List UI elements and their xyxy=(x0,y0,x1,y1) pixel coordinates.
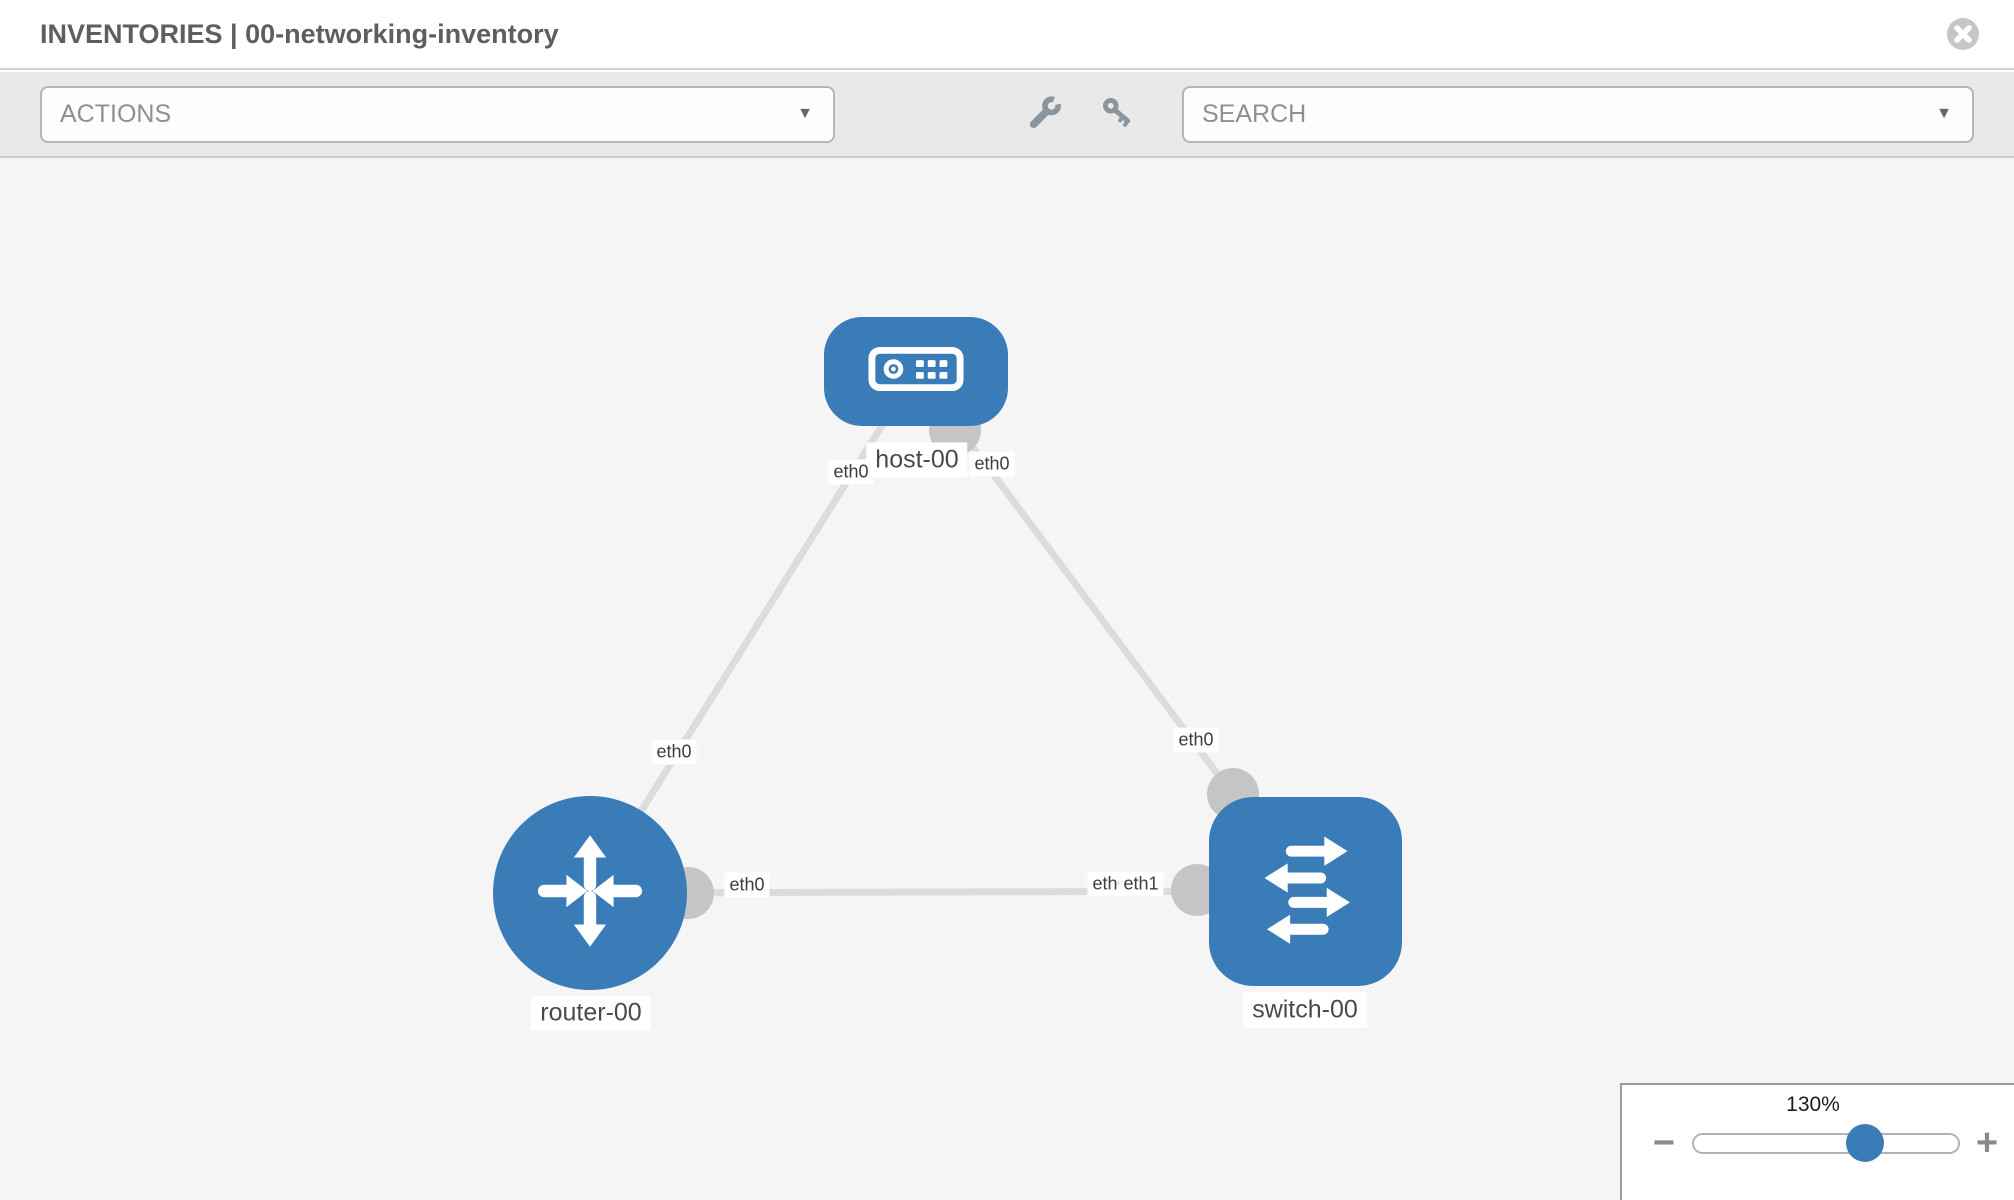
node-label-router: router-00 xyxy=(531,995,651,1031)
interface-label-eth0: eth0 xyxy=(1173,727,1219,753)
header: INVENTORIES | 00-networking-inventory xyxy=(0,0,2014,70)
node-label-host: host-00 xyxy=(866,442,968,478)
interface-label-eth0: eth0 xyxy=(724,872,770,898)
switch-arrows-icon xyxy=(1245,828,1367,955)
zoom-control-panel: 130% − + xyxy=(1620,1083,2014,1200)
node-switch[interactable] xyxy=(1209,797,1402,986)
zoom-level-text: 130% xyxy=(1786,1093,1840,1116)
actions-dropdown-label: ACTIONS xyxy=(60,99,172,128)
interface-label-eth1: eth1 xyxy=(1118,871,1164,897)
search-dropdown-label: SEARCH xyxy=(1202,99,1307,128)
chevron-down-icon: ▼ xyxy=(797,105,813,122)
host-device-icon xyxy=(867,344,965,399)
topology-wires xyxy=(587,368,1308,919)
zoom-slider-track[interactable] xyxy=(1692,1133,1960,1154)
close-icon xyxy=(1946,18,1980,55)
key-icon[interactable] xyxy=(1101,96,1133,133)
node-router[interactable] xyxy=(493,796,687,990)
interface-label-eth0: eth0 xyxy=(651,739,697,765)
page-title: INVENTORIES | 00-networking-inventory xyxy=(40,18,559,49)
node-label-switch: switch-00 xyxy=(1243,992,1367,1028)
search-dropdown[interactable]: SEARCH ▼ xyxy=(1182,85,1974,143)
toolbar: ACTIONS ▼ SEARCH ▼ xyxy=(0,72,2014,158)
toolbar-tools xyxy=(1027,93,1133,134)
zoom-out-button[interactable]: − xyxy=(1652,1122,1676,1164)
zoom-slider-thumb[interactable] xyxy=(1846,1124,1884,1162)
node-host[interactable] xyxy=(824,317,1008,426)
chevron-down-icon: ▼ xyxy=(1936,105,1952,122)
router-arrows-icon xyxy=(528,829,652,958)
interface-label-eth0: eth0 xyxy=(828,459,874,485)
link-host-router[interactable] xyxy=(587,369,919,895)
close-button[interactable] xyxy=(1946,17,1980,51)
zoom-in-button[interactable]: + xyxy=(1975,1122,1999,1164)
wrench-icon[interactable] xyxy=(1027,93,1065,134)
actions-dropdown[interactable]: ACTIONS ▼ xyxy=(40,85,835,143)
interface-label-eth0: eth0 xyxy=(969,451,1015,477)
topology-canvas[interactable]: host-00 router-00 switch-00 eth0 eth0 et… xyxy=(0,158,2014,1200)
